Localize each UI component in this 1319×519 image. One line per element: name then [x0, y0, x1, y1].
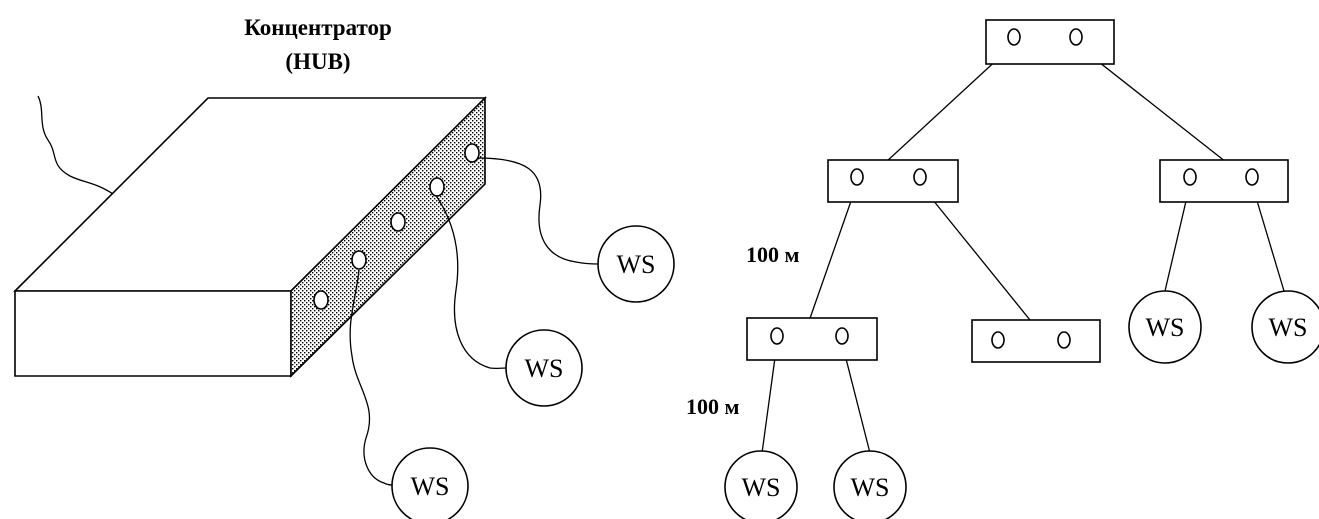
- tree-hub-left: [827, 159, 959, 203]
- hub-front-face: [14, 290, 292, 377]
- ws-label: WS: [525, 354, 564, 383]
- tree-link: [761, 342, 778, 454]
- ws-label: WS: [1146, 313, 1185, 342]
- tree-link: [841, 342, 871, 454]
- distance-label: 100 м: [686, 394, 740, 419]
- hub-ws-3: WS: [391, 447, 469, 519]
- hub-cable-2: [436, 196, 507, 370]
- hub-ws-2: WS: [505, 329, 583, 407]
- hub-port-1: [313, 290, 329, 310]
- distance-label: 100 м: [746, 242, 800, 267]
- ws-label: WS: [742, 473, 781, 502]
- tree-link: [807, 183, 858, 325]
- tree-hub-lower-mid: [971, 319, 1101, 363]
- hub-title: Концентратор: [244, 15, 392, 40]
- tree-hub-right: [1159, 159, 1289, 203]
- tree-hub-lower-left: [746, 317, 878, 361]
- ws-label: WS: [851, 473, 890, 502]
- hub-side-face: [290, 96, 486, 378]
- hub-cable-3: [349, 269, 393, 486]
- tree-ws-2: WS: [1251, 290, 1319, 364]
- tree-hub-root: [985, 19, 1115, 65]
- tree-ws-1: WS: [1128, 290, 1202, 364]
- hub-cable-1: [476, 157, 599, 265]
- ws-label: WS: [617, 250, 656, 279]
- hub-port-5: [464, 143, 480, 163]
- hub-power-cable: [37, 95, 117, 197]
- ws-label: WS: [1269, 313, 1308, 342]
- tree-ws-3: WS: [724, 450, 798, 519]
- hub-tree: 100 м 100 м WS WS WS WS: [686, 19, 1319, 519]
- hub-port-2: [351, 250, 367, 270]
- hub-port-4: [429, 177, 445, 197]
- hub-port-3: [390, 212, 406, 232]
- hub-ws-1: WS: [597, 225, 675, 303]
- tree-ws-4: WS: [833, 450, 907, 519]
- tree-link: [919, 183, 1031, 321]
- hub-subtitle: (HUB): [285, 49, 350, 74]
- hub-illustration: Концентратор (HUB) WS WS WS: [13, 15, 675, 519]
- ws-label: WS: [411, 472, 450, 501]
